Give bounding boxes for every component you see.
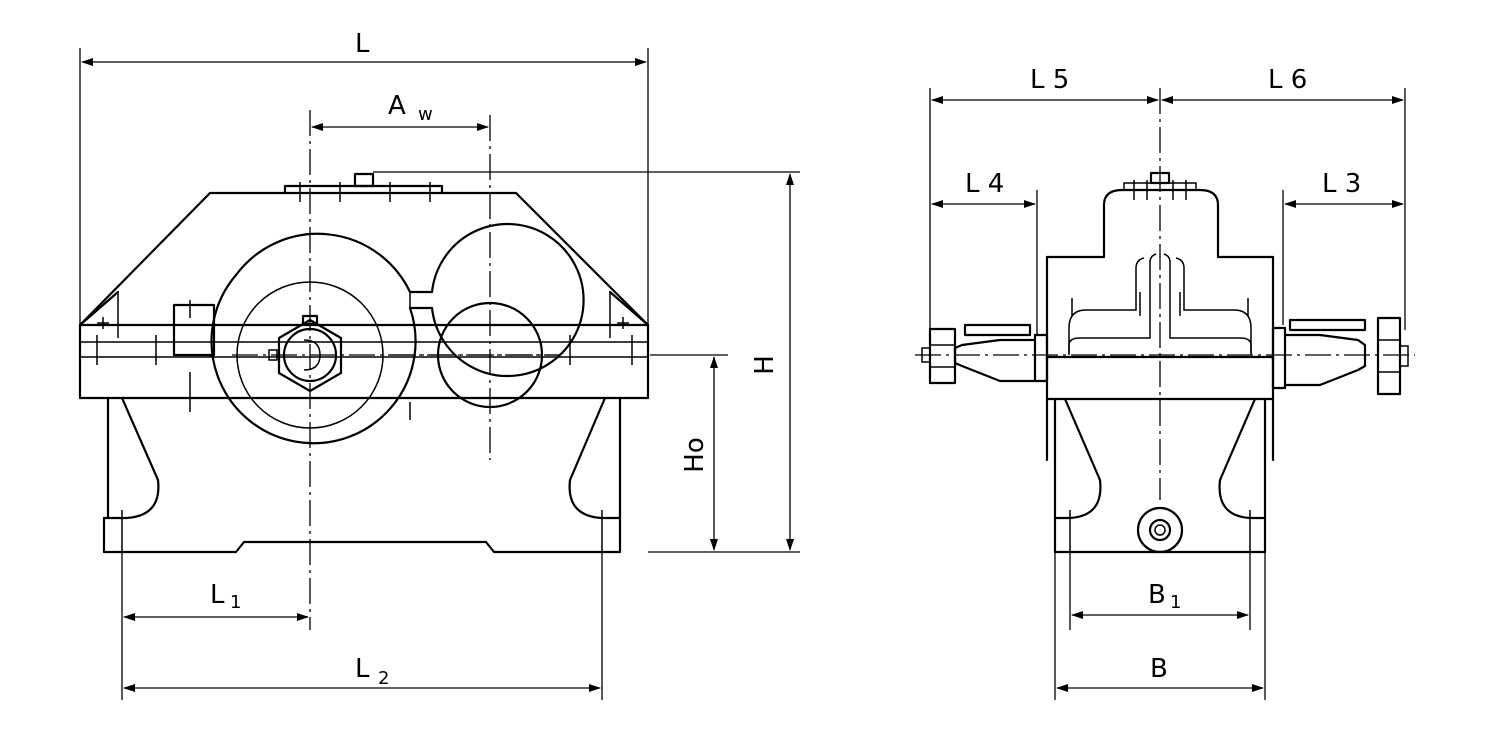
label-L2: L	[355, 654, 370, 684]
label-H: H	[750, 355, 780, 375]
label-L1: L	[210, 580, 225, 610]
label-L: L	[355, 29, 370, 59]
label-L3: L 3	[1322, 169, 1361, 199]
label-L4: L 4	[965, 169, 1004, 199]
label-Aw-sub: w	[418, 104, 433, 125]
side-view	[915, 88, 1415, 554]
label-L1-sub: 1	[230, 592, 241, 613]
front-dimensions: L A w H Ho L 1 L 2	[79, 29, 800, 700]
label-B: B	[1150, 654, 1168, 684]
side-dimensions: L 5 L 6 L 4 L 3 B 1 B	[929, 65, 1406, 700]
label-L2-sub: 2	[378, 668, 389, 689]
front-view	[78, 110, 650, 630]
label-Ho: Ho	[680, 437, 710, 472]
label-L6: L 6	[1268, 65, 1307, 95]
label-Aw: A	[388, 91, 406, 121]
label-B1: B	[1148, 580, 1166, 610]
label-B1-sub: 1	[1170, 592, 1181, 613]
label-L5: L 5	[1030, 65, 1069, 95]
